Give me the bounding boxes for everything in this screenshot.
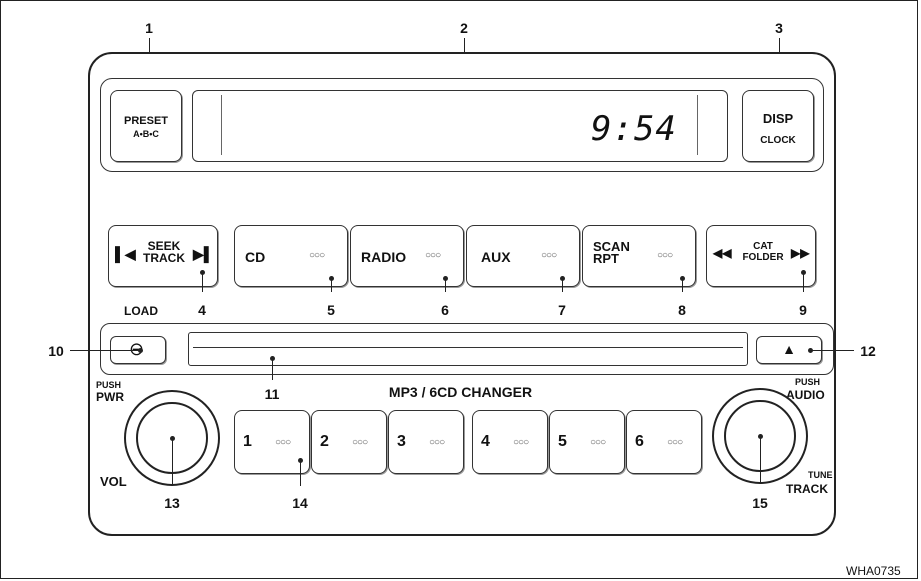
preset-number: 5 (558, 433, 567, 450)
callout-8: 8 (678, 302, 686, 318)
clock-readout: 9:54 (591, 109, 677, 149)
indicator-led-icon: ○○○ (352, 437, 368, 448)
cd-slot (188, 332, 748, 366)
callout-12: 12 (860, 343, 876, 359)
preset-number: 3 (397, 433, 406, 450)
load-icon: ⊖ (129, 339, 145, 359)
figure-code: WHA0735 (846, 564, 901, 578)
aux-label: AUX (481, 249, 511, 265)
callout-5: 5 (327, 302, 335, 318)
indicator-led-icon: ○○○ (590, 437, 606, 448)
callout-14: 14 (292, 495, 308, 511)
callout-11: 11 (264, 386, 280, 402)
leader-5 (331, 278, 332, 292)
preset-sub-label: A•B•C (133, 129, 159, 139)
cat-label: CAT (753, 241, 773, 252)
leader-14 (300, 460, 301, 486)
callout-4: 4 (198, 302, 206, 318)
preset-5-button[interactable]: 5 ○○○ (549, 410, 625, 474)
push-label-right: PUSH (795, 377, 821, 387)
leader-dot-10 (137, 347, 143, 353)
folder-label: FOLDER (742, 252, 784, 263)
preset-number: 4 (481, 433, 490, 450)
leader-11 (272, 358, 273, 380)
seek-label: SEEK (147, 239, 181, 253)
radio-button[interactable]: RADIO ○○○ (350, 225, 464, 287)
vol-label: VOL (100, 474, 127, 489)
preset-2-button[interactable]: 2 ○○○ (311, 410, 387, 474)
display-screen: 9:54 (192, 90, 728, 162)
indicator-led-icon: ○○○ (657, 250, 673, 261)
indicator-led-icon: ○○○ (309, 250, 325, 261)
leader-12 (810, 350, 854, 351)
seek-back-icon: ▌◀ (115, 246, 136, 262)
audio-label: AUDIO (786, 388, 825, 402)
callout-6: 6 (441, 302, 449, 318)
pwr-label: PWR (96, 390, 124, 404)
leader-13 (172, 438, 173, 484)
scan-label: SCAN (593, 239, 630, 254)
disp-label: DISP (762, 111, 794, 126)
cd-slot-bezel (100, 323, 834, 375)
display-divider-left (221, 95, 222, 155)
indicator-led-icon: ○○○ (429, 437, 445, 448)
leader-8 (682, 278, 683, 292)
leader-4 (202, 272, 203, 292)
leader-7 (562, 278, 563, 292)
leader-6 (445, 278, 446, 292)
eject-icon: ▲ (782, 341, 796, 357)
cd-label: CD (245, 249, 266, 265)
display-divider-right (697, 95, 698, 155)
callout-2: 2 (460, 20, 468, 36)
callout-15: 15 (752, 495, 768, 511)
preset-number: 6 (635, 433, 644, 450)
changer-title: MP3 / 6CD CHANGER (388, 384, 533, 400)
rewind-icon: ◀◀ (713, 246, 732, 260)
callout-13: 13 (164, 495, 180, 511)
radio-label: RADIO (361, 249, 407, 265)
display-bezel (100, 78, 824, 172)
seek-track-button[interactable]: ▌◀ SEEK TRACK ▶▌ (108, 225, 218, 287)
callout-10: 10 (48, 343, 64, 359)
preset-number: 2 (320, 433, 329, 450)
disp-clock-button[interactable]: DISP CLOCK (742, 90, 814, 162)
leader-10 (70, 350, 140, 351)
clock-label: CLOCK (760, 135, 796, 146)
scan-rpt-button[interactable]: SCAN RPT ○○○ (582, 225, 696, 287)
preset-6-button[interactable]: 6 ○○○ (626, 410, 702, 474)
indicator-led-icon: ○○○ (541, 250, 557, 261)
callout-7: 7 (558, 302, 566, 318)
load-label: LOAD (124, 304, 158, 318)
indicator-led-icon: ○○○ (275, 437, 291, 448)
indicator-led-icon: ○○○ (425, 250, 441, 261)
preset-number: 1 (243, 433, 252, 450)
indicator-led-icon: ○○○ (667, 437, 683, 448)
leader-9 (803, 272, 804, 292)
track-knob-label: TRACK (786, 482, 828, 496)
preset-3-button[interactable]: 3 ○○○ (388, 410, 464, 474)
cat-folder-button[interactable]: ◀◀ CAT FOLDER ▶▶ (706, 225, 816, 287)
cd-slot-line (193, 347, 743, 348)
preset-label: PRESET (123, 115, 168, 127)
track-label: TRACK (143, 251, 185, 265)
fast-forward-icon: ▶▶ (791, 246, 810, 260)
preset-1-button[interactable]: 1 ○○○ (234, 410, 310, 474)
indicator-led-icon: ○○○ (513, 437, 529, 448)
callout-3: 3 (775, 20, 783, 36)
seek-forward-icon: ▶▌ (193, 246, 214, 262)
callout-1: 1 (145, 20, 153, 36)
callout-9: 9 (799, 302, 807, 318)
rpt-label: RPT (593, 251, 619, 266)
preset-4-button[interactable]: 4 ○○○ (472, 410, 548, 474)
tune-label: TUNE (808, 470, 833, 480)
push-label-left: PUSH (96, 380, 122, 390)
leader-15 (760, 436, 761, 484)
preset-abc-button[interactable]: PRESET A•B•C (110, 90, 182, 162)
